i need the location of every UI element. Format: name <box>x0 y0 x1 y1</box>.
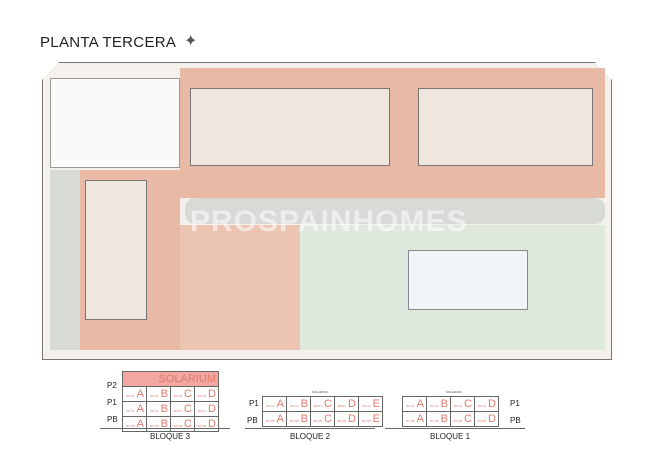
ground-line <box>245 428 375 429</box>
floor-label: P1 <box>510 399 520 408</box>
garden-path <box>185 198 605 224</box>
parking-area <box>50 78 180 168</box>
watermark: PROSPAINHOMES <box>190 205 468 238</box>
floor-label: PB <box>107 415 118 424</box>
floor-label: PB <box>247 416 258 425</box>
building-block3 <box>85 180 147 320</box>
floor-label: PB <box>510 416 521 425</box>
solarium-label: SOLARIUM <box>312 390 328 394</box>
page-title: PLANTA TERCERA <box>40 34 177 51</box>
building-block2 <box>190 88 390 166</box>
block-label: BLOQUE 2 <box>290 432 331 441</box>
ground-line <box>385 428 525 429</box>
plaza <box>180 225 300 350</box>
floor-label: P1 <box>249 399 259 408</box>
ground-line <box>100 428 230 429</box>
compass-star-icon: ✦ <box>184 33 198 50</box>
floor-label: P2 <box>107 381 117 390</box>
building-block1 <box>418 88 593 166</box>
block-label: BLOQUE 3 <box>150 432 191 441</box>
solarium-label: SOLARIUM <box>122 371 219 387</box>
access-road <box>50 170 80 350</box>
pool <box>408 250 528 310</box>
solarium-label: SOLARIUM <box>446 390 462 394</box>
floor-label: P1 <box>107 398 117 407</box>
block-label: BLOQUE 1 <box>430 432 471 441</box>
